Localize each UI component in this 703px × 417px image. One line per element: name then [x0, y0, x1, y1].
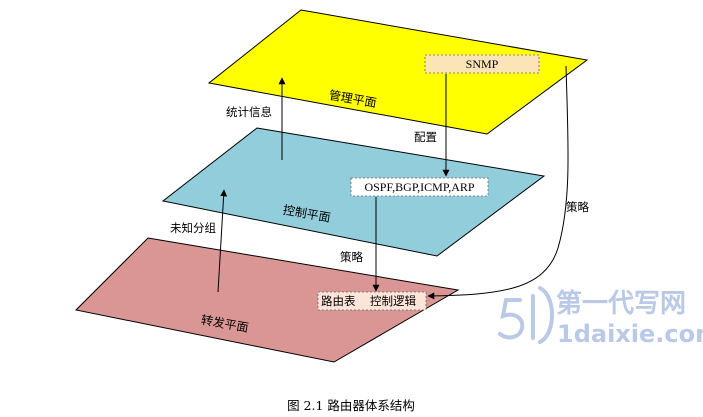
watermark-logo-icon — [498, 286, 554, 344]
forwarding-plane — [74, 237, 460, 363]
control-logic-label: 控制逻辑 — [370, 294, 416, 308]
routing-control-box — [317, 291, 427, 311]
watermark: 第一代写网 1daixie.com — [498, 286, 703, 348]
snmp-box-label: SNMP — [466, 57, 499, 71]
management-plane — [207, 9, 589, 135]
policy-right-arrow — [427, 65, 569, 300]
policy-right-annotation: 策略 — [566, 200, 589, 214]
figure-caption: 图 2.1 路由器体系结构 — [287, 398, 415, 413]
protocols-box — [350, 177, 489, 197]
routing-table-label: 路由表 — [321, 294, 356, 308]
policy-lower-annotation: 策略 — [340, 250, 363, 264]
statistics-annotation: 统计信息 — [226, 105, 272, 119]
configuration-annotation: 配置 — [414, 130, 437, 144]
watermark-en-text: 1daixie.com — [557, 320, 703, 348]
unknown-packets-annotation: 未知分组 — [170, 221, 216, 235]
unknown-packets-arrow — [217, 189, 228, 293]
snmp-box — [424, 54, 540, 74]
protocols-box-label: OSPF,BGP,ICMP,ARP — [364, 180, 474, 194]
watermark-cn-text: 第一代写网 — [556, 288, 686, 319]
